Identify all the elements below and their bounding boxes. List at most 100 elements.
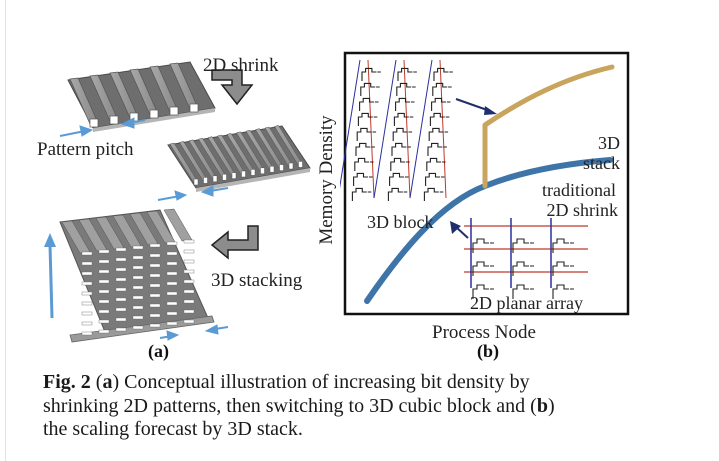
layer-end bbox=[149, 263, 161, 268]
layer-end bbox=[98, 299, 110, 304]
transistor-cell bbox=[354, 157, 374, 171]
layer-end bbox=[132, 265, 144, 270]
caption-line-1: Fig. 2 (a) Conceptual illustration of in… bbox=[43, 371, 530, 393]
ridge-end bbox=[149, 109, 159, 119]
layer-end bbox=[132, 315, 144, 320]
label-stack: stack bbox=[583, 153, 620, 173]
ridge-end bbox=[260, 167, 265, 175]
layer-end bbox=[115, 327, 127, 332]
layer-end bbox=[166, 251, 178, 256]
ridge-end bbox=[298, 161, 303, 168]
transistor-cell bbox=[433, 67, 453, 81]
layer-end bbox=[166, 241, 178, 246]
bitline bbox=[409, 59, 433, 199]
layer-end bbox=[132, 295, 144, 300]
3d-stacked-block bbox=[59, 208, 215, 343]
pitch-arrow-bottom bbox=[159, 324, 229, 341]
transistor-cell bbox=[397, 67, 417, 81]
layer-end bbox=[183, 279, 195, 284]
transistor-cell bbox=[552, 238, 574, 253]
transistor-cell bbox=[391, 142, 411, 156]
transistor-cell bbox=[361, 67, 381, 81]
caption-line-2-close: ) bbox=[547, 394, 555, 417]
transistor-cell bbox=[389, 172, 409, 186]
layer-end bbox=[98, 259, 110, 264]
layer-end bbox=[149, 253, 161, 258]
layer-end bbox=[81, 271, 93, 276]
layer-end bbox=[98, 329, 110, 334]
layer-end bbox=[81, 251, 93, 256]
layer-end bbox=[115, 247, 127, 252]
layer-end bbox=[115, 297, 127, 302]
panel-b-chart: 3D stack traditional 2D shrink 3D block … bbox=[340, 51, 630, 316]
x-axis-label: Process Node bbox=[432, 322, 536, 343]
caption-fig-label: Fig. 2 bbox=[43, 371, 91, 393]
y-axis-label: Memory Density bbox=[316, 115, 337, 245]
transistor-cell bbox=[552, 284, 574, 299]
ridge-end bbox=[288, 162, 294, 170]
fine-2d-pattern bbox=[167, 125, 311, 192]
label-pattern-pitch: Pattern pitch bbox=[37, 139, 134, 160]
ridge-end bbox=[193, 178, 199, 186]
transistor-cell bbox=[359, 97, 379, 111]
ridge-end bbox=[250, 169, 256, 176]
transistor-cell bbox=[396, 82, 416, 96]
bitline bbox=[373, 59, 397, 199]
layer-end bbox=[132, 245, 144, 250]
transistor-cell bbox=[429, 112, 450, 126]
label-2d-planar-array: 2D planar array bbox=[470, 293, 583, 313]
layer-end bbox=[149, 283, 161, 288]
transistor-cell bbox=[356, 127, 377, 141]
bitline bbox=[340, 59, 361, 189]
caption-line-2-text: shrinking 2D patterns, then switching to… bbox=[43, 394, 537, 417]
label-traditional: traditional bbox=[542, 180, 616, 200]
caption-line-2: shrinking 2D patterns, then switching to… bbox=[43, 395, 683, 419]
ridge-end bbox=[89, 118, 99, 128]
3d-block-schematic bbox=[340, 59, 453, 201]
layer-end bbox=[98, 269, 110, 274]
transistor-cell bbox=[423, 187, 444, 201]
layer-end bbox=[183, 269, 195, 274]
transistor-cell bbox=[387, 187, 408, 201]
layer-end bbox=[166, 301, 178, 306]
label-2d-shrink-curve: 2D shrink bbox=[547, 200, 619, 220]
layer-end bbox=[183, 309, 195, 314]
ridge-end bbox=[279, 164, 284, 171]
label-3d: 3D bbox=[598, 133, 620, 153]
label-3d-block: 3D block bbox=[367, 212, 434, 232]
layer-end bbox=[81, 321, 93, 326]
caption-part-a-tag: a bbox=[102, 371, 113, 393]
label-2d-shrink: 2D shrink bbox=[203, 55, 279, 76]
ridge-end bbox=[231, 172, 237, 179]
transistor-cell bbox=[393, 112, 414, 126]
layer-end bbox=[98, 309, 110, 314]
layer-end bbox=[98, 289, 110, 294]
transistor-cell bbox=[552, 261, 574, 276]
transistor-cell bbox=[512, 238, 534, 253]
transistor-cell bbox=[390, 157, 410, 171]
layer-end bbox=[115, 257, 127, 262]
layer-end bbox=[183, 289, 195, 294]
transistor-cell bbox=[512, 261, 534, 276]
ridge-end bbox=[241, 170, 246, 178]
transistor-cell bbox=[395, 97, 415, 111]
layer-end bbox=[132, 305, 144, 310]
layer-end bbox=[115, 307, 127, 312]
layer-end bbox=[115, 317, 127, 322]
layer-end bbox=[81, 331, 93, 336]
layer-end bbox=[149, 293, 161, 298]
transistor-cell bbox=[512, 284, 534, 299]
layer-end bbox=[132, 285, 144, 290]
label-3d-stacking: 3D stacking bbox=[211, 270, 303, 291]
pointer-arrow-2d-array bbox=[450, 221, 469, 239]
layer-end bbox=[81, 281, 93, 286]
layer-end bbox=[183, 239, 195, 244]
layer-end bbox=[183, 249, 195, 254]
ridge-end bbox=[269, 165, 275, 173]
ridge-end bbox=[222, 173, 227, 181]
transistor-cell bbox=[355, 142, 375, 156]
layer-end bbox=[166, 291, 178, 296]
panel-b-label: (b) bbox=[477, 341, 499, 361]
layer-end bbox=[166, 321, 178, 326]
layer-end bbox=[115, 287, 127, 292]
